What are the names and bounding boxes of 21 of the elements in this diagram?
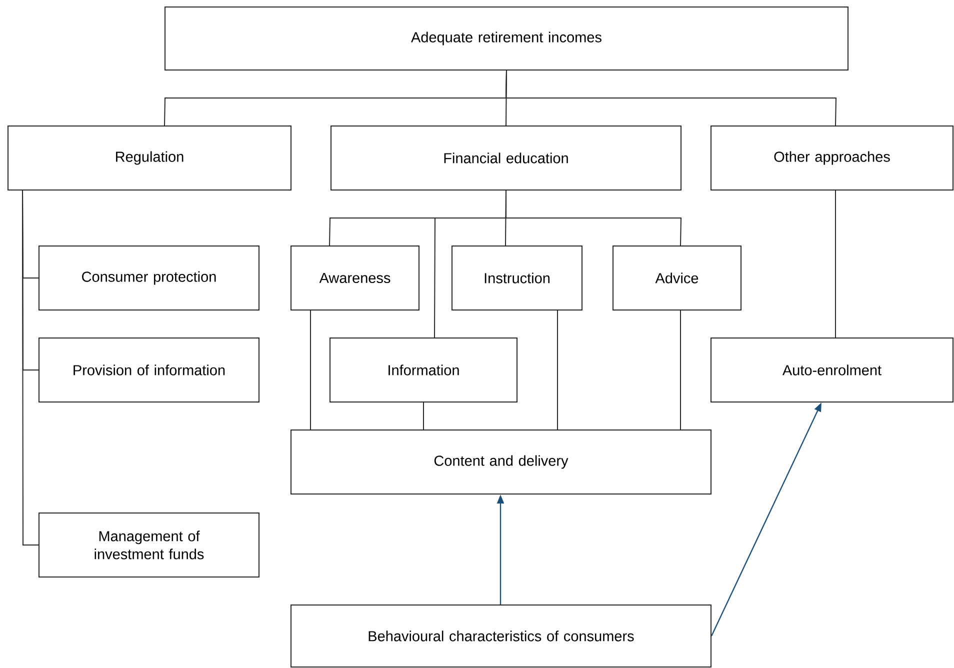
connector-line [680, 310, 681, 430]
connector-line [506, 70, 836, 126]
text-box: Instruction [452, 246, 582, 310]
text-box: Information [330, 338, 518, 402]
text-box: Auto-enrolment [710, 338, 954, 402]
text-box: Financial education [330, 126, 682, 190]
text-box: Regulation [8, 126, 292, 190]
text-box: Content and delivery [290, 430, 712, 494]
connector-line [423, 402, 424, 430]
text-box: Other approaches [710, 126, 954, 190]
connector-line [835, 190, 836, 338]
text-box: Awareness [290, 246, 420, 310]
text-box: Advice [612, 246, 742, 310]
text-box: Consumer protection [38, 246, 260, 310]
text-box: Adequate retirement incomes [164, 6, 848, 70]
text-box: Provision of information [38, 338, 260, 402]
text-box: Management of investment funds [38, 512, 260, 578]
connector-line [310, 310, 311, 430]
connector-line [557, 310, 558, 430]
text-box: Behavioural characteristics of consumers [290, 604, 712, 668]
connector-line [506, 190, 682, 246]
